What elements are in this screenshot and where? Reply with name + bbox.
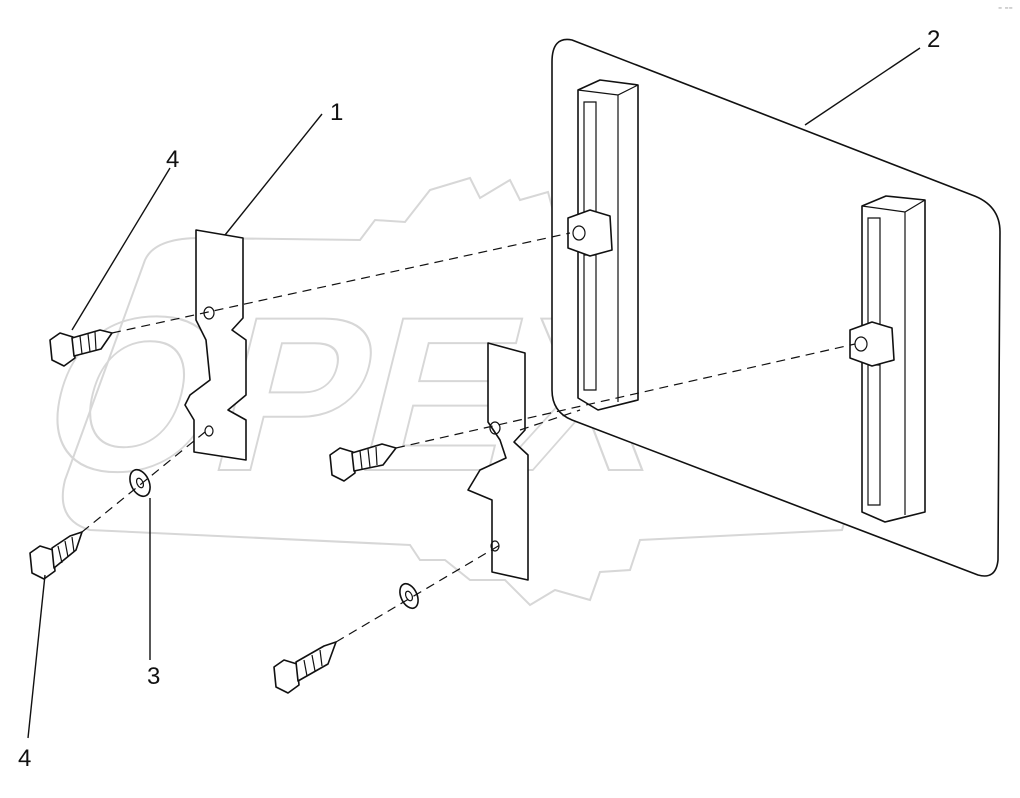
slotted-rail-left: [567, 79, 639, 411]
slotted-rail-right: [849, 195, 926, 523]
alignment-lines: [81, 232, 856, 643]
bracket-center: [467, 342, 529, 581]
bracket-left: [184, 229, 247, 461]
washer-lower: [399, 582, 419, 610]
bolt-center-left: [329, 443, 397, 482]
callout-3: 3: [147, 663, 160, 690]
bolt-upper-left: [49, 329, 113, 367]
bolt-lower-center: [273, 641, 337, 694]
bolt-lower-left: [29, 531, 83, 580]
callout-2: 2: [927, 26, 940, 53]
leader-lines: [27, 47, 921, 739]
callout-1: 1: [330, 99, 343, 126]
callout-4-lower: 4: [18, 745, 31, 772]
corner-mark: ⁻ ⁻⁻: [998, 5, 1013, 14]
callout-4-upper: 4: [166, 146, 179, 173]
